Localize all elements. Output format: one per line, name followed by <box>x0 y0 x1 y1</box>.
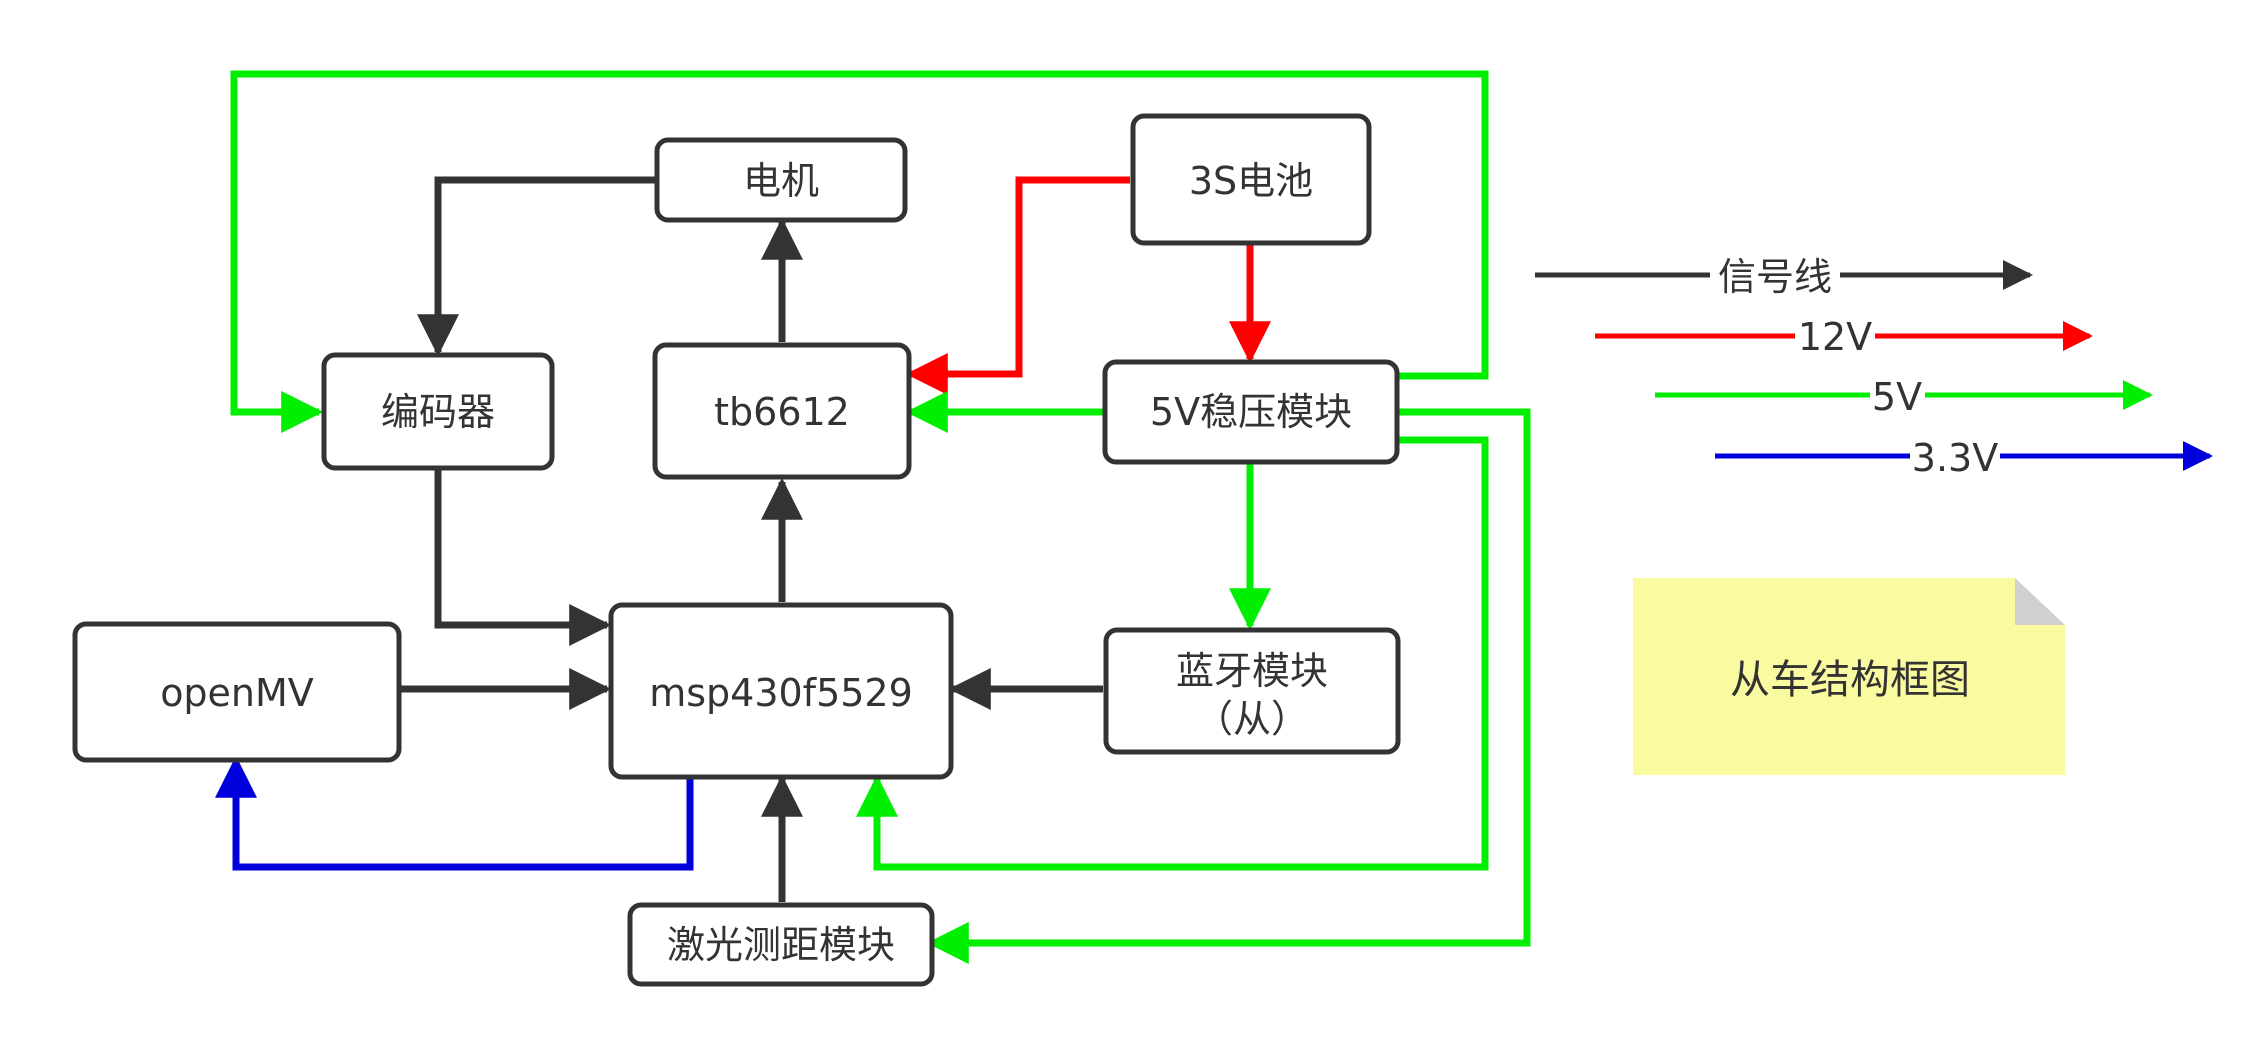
legend-5v-label: 5V <box>1872 375 1922 419</box>
label-regulator: 5V稳压模块 <box>1150 390 1352 434</box>
block-motor <box>654 137 908 223</box>
conn-encoder-to-mcu <box>434 468 612 646</box>
note-title: 从车结构框图 <box>1730 657 1970 703</box>
block-openmv <box>72 621 402 763</box>
conn-regulator-to-laser-5v <box>926 408 1531 964</box>
label-driver: tb6612 <box>714 390 850 434</box>
legend-5v: 5V <box>1655 375 2153 419</box>
conn-battery-to-driver-12v <box>905 176 1130 395</box>
block-mcu <box>608 602 954 780</box>
sticky-note: 从车结构框图 <box>1633 578 2065 775</box>
block-labels: 电机 3S电池 编码器 tb6612 5V稳压模块 openMV msp430f… <box>160 159 1352 967</box>
legend-signal: 信号线 <box>1535 255 2033 299</box>
label-motor: 电机 <box>743 159 819 203</box>
block-bluetooth <box>1103 627 1401 755</box>
legend-12v-label: 12V <box>1798 315 1872 359</box>
conn-regulator-to-encoder-5v <box>230 70 1489 433</box>
label-bluetooth-line2: （从） <box>1195 697 1309 741</box>
conn-mcu-to-openmv-3v3 <box>215 755 694 871</box>
label-mcu: msp430f5529 <box>649 671 913 715</box>
block-battery <box>1130 113 1372 246</box>
block-driver <box>652 342 912 480</box>
legend-12v: 12V <box>1595 315 2093 359</box>
block-encoder <box>321 352 555 471</box>
conn-regulator-to-mcu-5v <box>856 436 1489 871</box>
conn-motor-to-encoder <box>417 176 657 357</box>
connectors <box>215 70 1531 964</box>
blocks <box>72 113 1401 987</box>
label-battery: 3S电池 <box>1189 159 1313 203</box>
legend-3v3: 3.3V <box>1715 436 2213 480</box>
legend-signal-label: 信号线 <box>1718 255 1832 299</box>
legend: 信号线 12V 5V 3.3V <box>1535 255 2213 480</box>
label-laser: 激光测距模块 <box>667 923 895 967</box>
note-fold <box>2015 578 2065 625</box>
legend-3v3-label: 3.3V <box>1912 436 1998 480</box>
label-openmv: openMV <box>160 671 314 715</box>
label-encoder: 编码器 <box>381 390 495 434</box>
block-laser <box>627 902 935 987</box>
note-body <box>1633 578 2065 775</box>
block-regulator <box>1102 359 1400 465</box>
label-bluetooth-line1: 蓝牙模块 <box>1176 649 1328 693</box>
